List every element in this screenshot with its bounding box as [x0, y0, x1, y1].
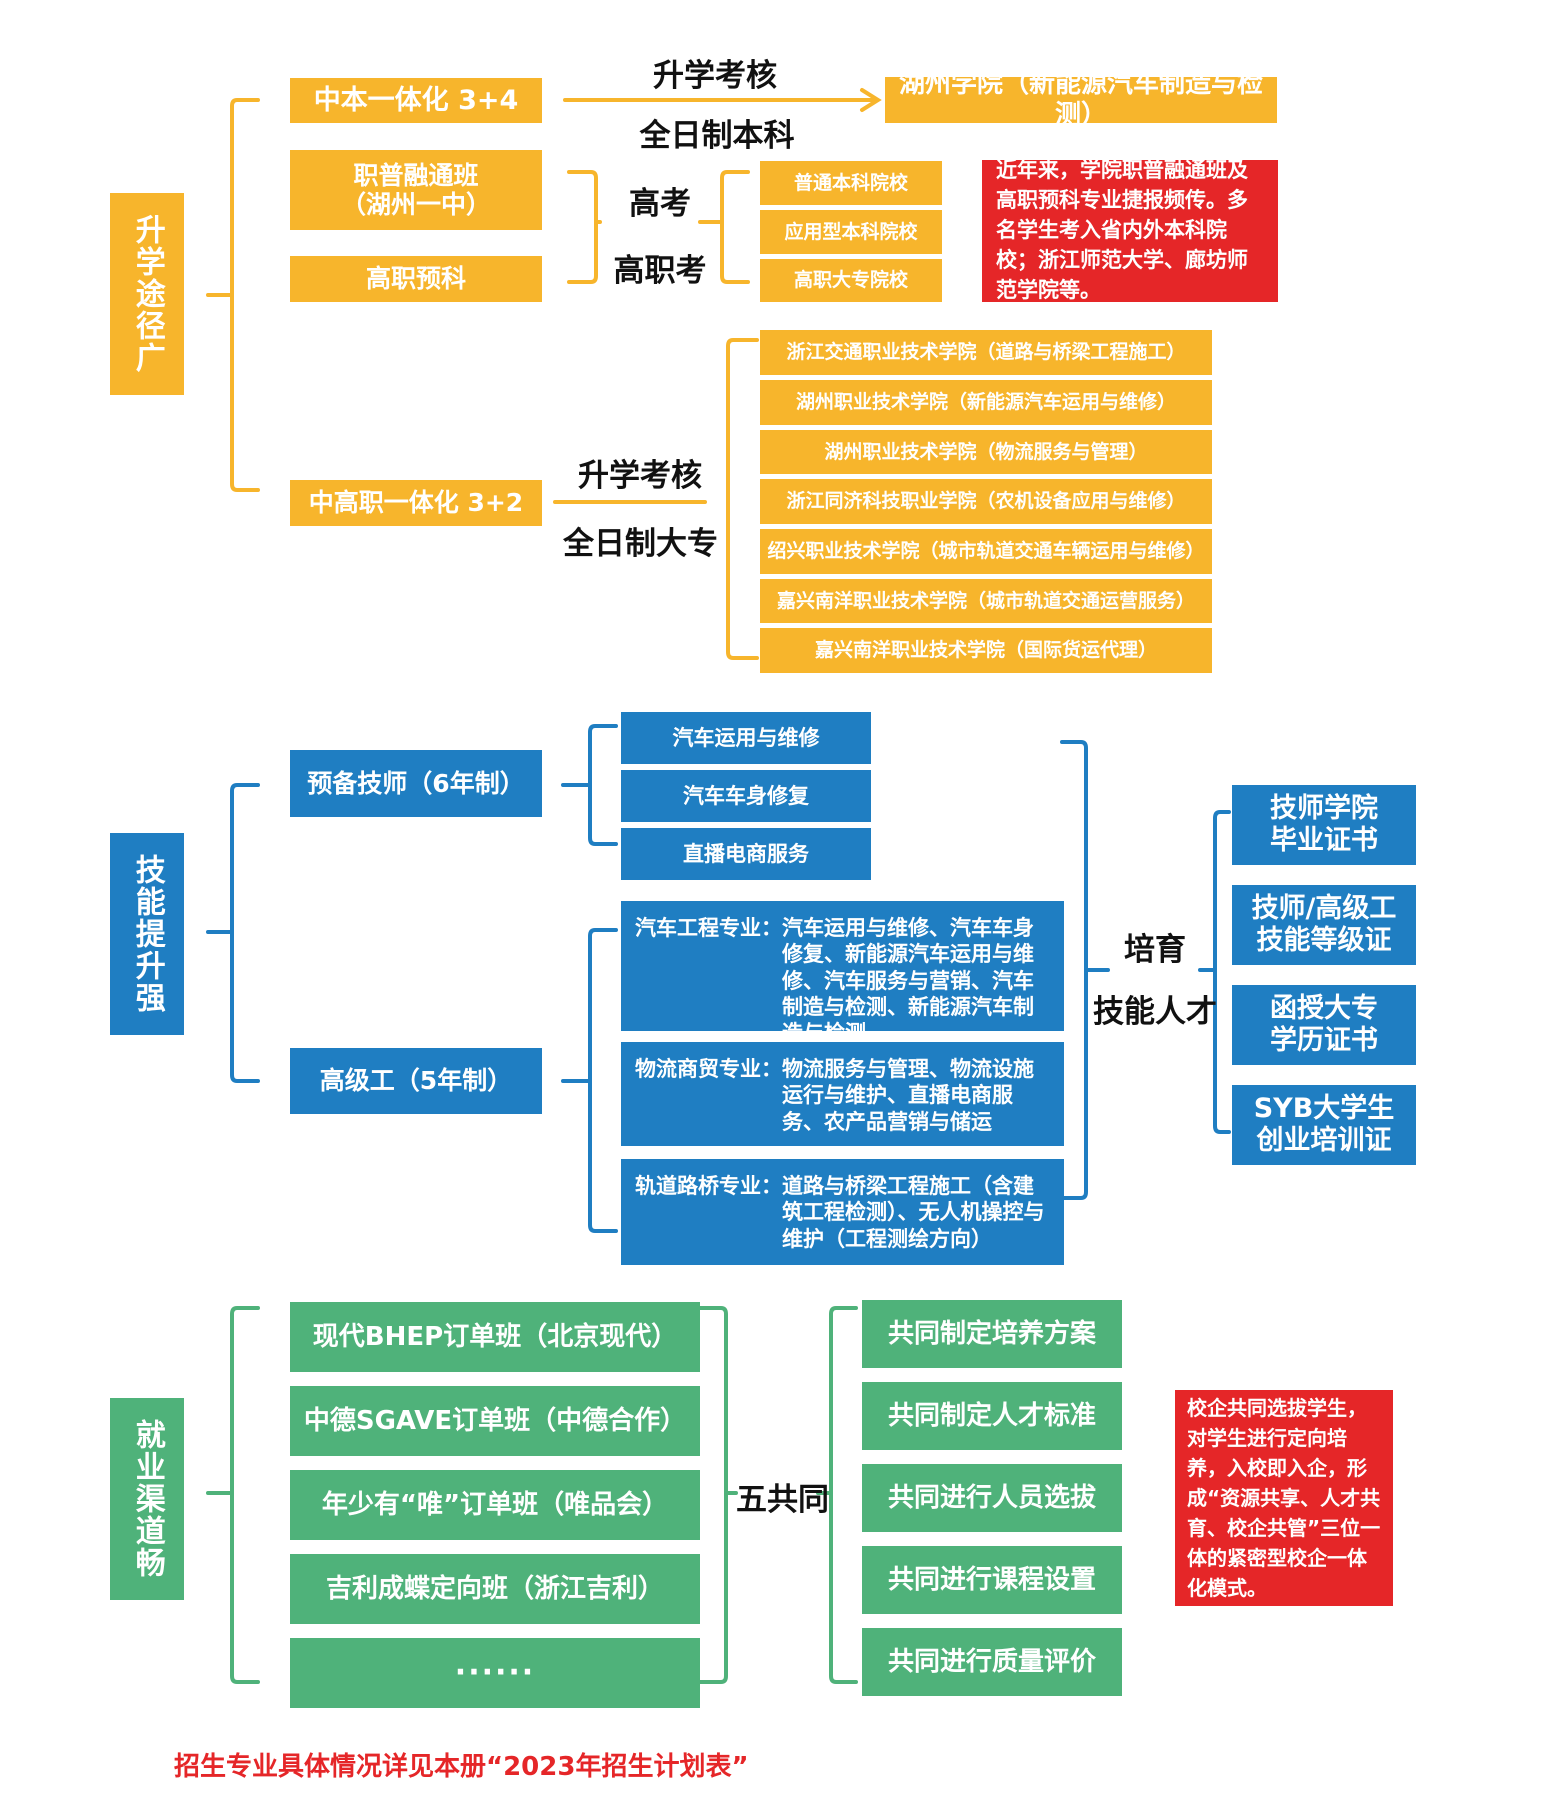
cert-1: 技师学院 毕业证书 — [1232, 785, 1416, 865]
detail-key: 轨道路桥专业： — [635, 1174, 782, 1198]
path-zhipu: 职普融通班 （湖州一中） — [290, 150, 542, 230]
order-class-3: 年少有“唯”订单班（唯品会） — [290, 1470, 700, 1540]
footer-note: 招生专业具体情况详见本册“2023年招生计划表” — [174, 1752, 749, 1782]
college-4: 浙江同济科技职业学院（农机设备应用与维修） — [760, 479, 1212, 524]
label-gaokao: 高考 — [629, 186, 691, 222]
cert-4: SYB大学生 创业培训证 — [1232, 1085, 1416, 1165]
order-class-4: 吉利成蝶定向班（浙江吉利） — [290, 1554, 700, 1624]
yubei-major-1: 汽车运用与维修 — [621, 712, 871, 764]
college-6: 嘉兴南洋职业技术学院（城市轨道交通运营服务） — [760, 579, 1212, 623]
label-five-commons: 五共同 — [736, 1482, 829, 1518]
order-class-2: 中德SGAVE订单班（中德合作） — [290, 1386, 700, 1456]
note-pathways: 近年来，学院职普融通班及高职预科专业捷报频传。多名学生考入省内外本科院校；浙江师… — [982, 158, 1278, 302]
section-title-text: 升学途径广 — [129, 214, 165, 374]
school-type-2: 应用型本科院校 — [760, 210, 942, 254]
school-type-1: 普通本科院校 — [760, 161, 942, 205]
label-zhongben-top: 升学考核 — [653, 58, 777, 94]
detail-value: 物流服务与管理、物流设施运行与维护、直播电商服务、农产品营销与储运 — [782, 1057, 1034, 1134]
label-zhonggao-top: 升学考核 — [578, 458, 702, 494]
cert-2: 技师/高级工 技能等级证 — [1232, 885, 1416, 965]
section-title-employment: 就业渠道畅 — [110, 1398, 184, 1600]
path-gaozhi-yuke: 高职预科 — [290, 256, 542, 302]
college-1: 浙江交通职业技术学院（道路与桥梁工程施工） — [760, 330, 1212, 375]
yubei-major-3: 直播电商服务 — [621, 828, 871, 880]
common-1: 共同制定培养方案 — [862, 1300, 1122, 1368]
common-2: 共同制定人才标准 — [862, 1382, 1122, 1450]
detail-rail-bridge: 轨道路桥专业： 道路与桥梁工程施工（含建筑工程检测）、无人机操控与维护（工程测绘… — [621, 1159, 1064, 1265]
cert-3: 函授大专 学历证书 — [1232, 985, 1416, 1065]
common-4: 共同进行课程设置 — [862, 1546, 1122, 1614]
path-zhonggao: 中高职一体化 3+2 — [290, 480, 542, 526]
label-gaozhikao: 高职考 — [613, 253, 707, 289]
yubei-major-2: 汽车车身修复 — [621, 770, 871, 822]
label-zhongben-bottom: 全日制本科 — [639, 118, 795, 154]
section-title-text: 就业渠道畅 — [129, 1419, 165, 1579]
program-yubei: 预备技师（6年制） — [290, 750, 542, 817]
target-huzhou-university: 湖州学院（新能源汽车制造与检测） — [885, 69, 1277, 130]
path-zhongben: 中本一体化 3+4 — [290, 78, 542, 123]
label-zhonggao-bottom: 全日制大专 — [563, 526, 718, 562]
college-3: 湖州职业技术学院（物流服务与管理） — [760, 430, 1212, 474]
program-gaoji: 高级工（5年制） — [290, 1048, 542, 1114]
school-type-3: 高职大专院校 — [760, 259, 942, 302]
detail-value: 道路与桥梁工程施工（含建筑工程检测）、无人机操控与维护（工程测绘方向） — [782, 1174, 1045, 1251]
order-class-1: 现代BHEP订单班（北京现代） — [290, 1302, 700, 1372]
section-title-text: 技能提升强 — [129, 854, 165, 1014]
order-class-more: ······ — [290, 1638, 700, 1708]
college-7: 嘉兴南洋职业技术学院（国际货运代理） — [760, 628, 1212, 673]
section-title-pathways: 升学途径广 — [110, 193, 184, 395]
detail-key: 物流商贸专业： — [635, 1057, 782, 1081]
college-5: 绍兴职业技术学院（城市轨道交通车辆运用与维修） — [760, 529, 1212, 574]
note-employment: 校企共同选拔学生，对学生进行定向培养，入校即入企，形成“资源共享、人才共育、校企… — [1175, 1390, 1393, 1606]
college-2: 湖州职业技术学院（新能源汽车运用与维修） — [760, 380, 1212, 425]
detail-value: 汽车运用与维修、汽车车身修复、新能源汽车运用与维修、汽车服务与营销、汽车制造与检… — [782, 916, 1034, 1045]
section-title-skills: 技能提升强 — [110, 833, 184, 1035]
label-cultivate: 培育 — [1124, 932, 1186, 968]
detail-key: 汽车工程专业： — [635, 916, 782, 940]
label-skilled-talent: 技能人才 — [1093, 994, 1217, 1030]
detail-auto-engineering: 汽车工程专业： 汽车运用与维修、汽车车身修复、新能源汽车运用与维修、汽车服务与营… — [621, 901, 1064, 1045]
common-3: 共同进行人员选拔 — [862, 1464, 1122, 1532]
common-5: 共同进行质量评价 — [862, 1628, 1122, 1696]
detail-logistics: 物流商贸专业： 物流服务与管理、物流设施运行与维护、直播电商服务、农产品营销与储… — [621, 1042, 1064, 1146]
